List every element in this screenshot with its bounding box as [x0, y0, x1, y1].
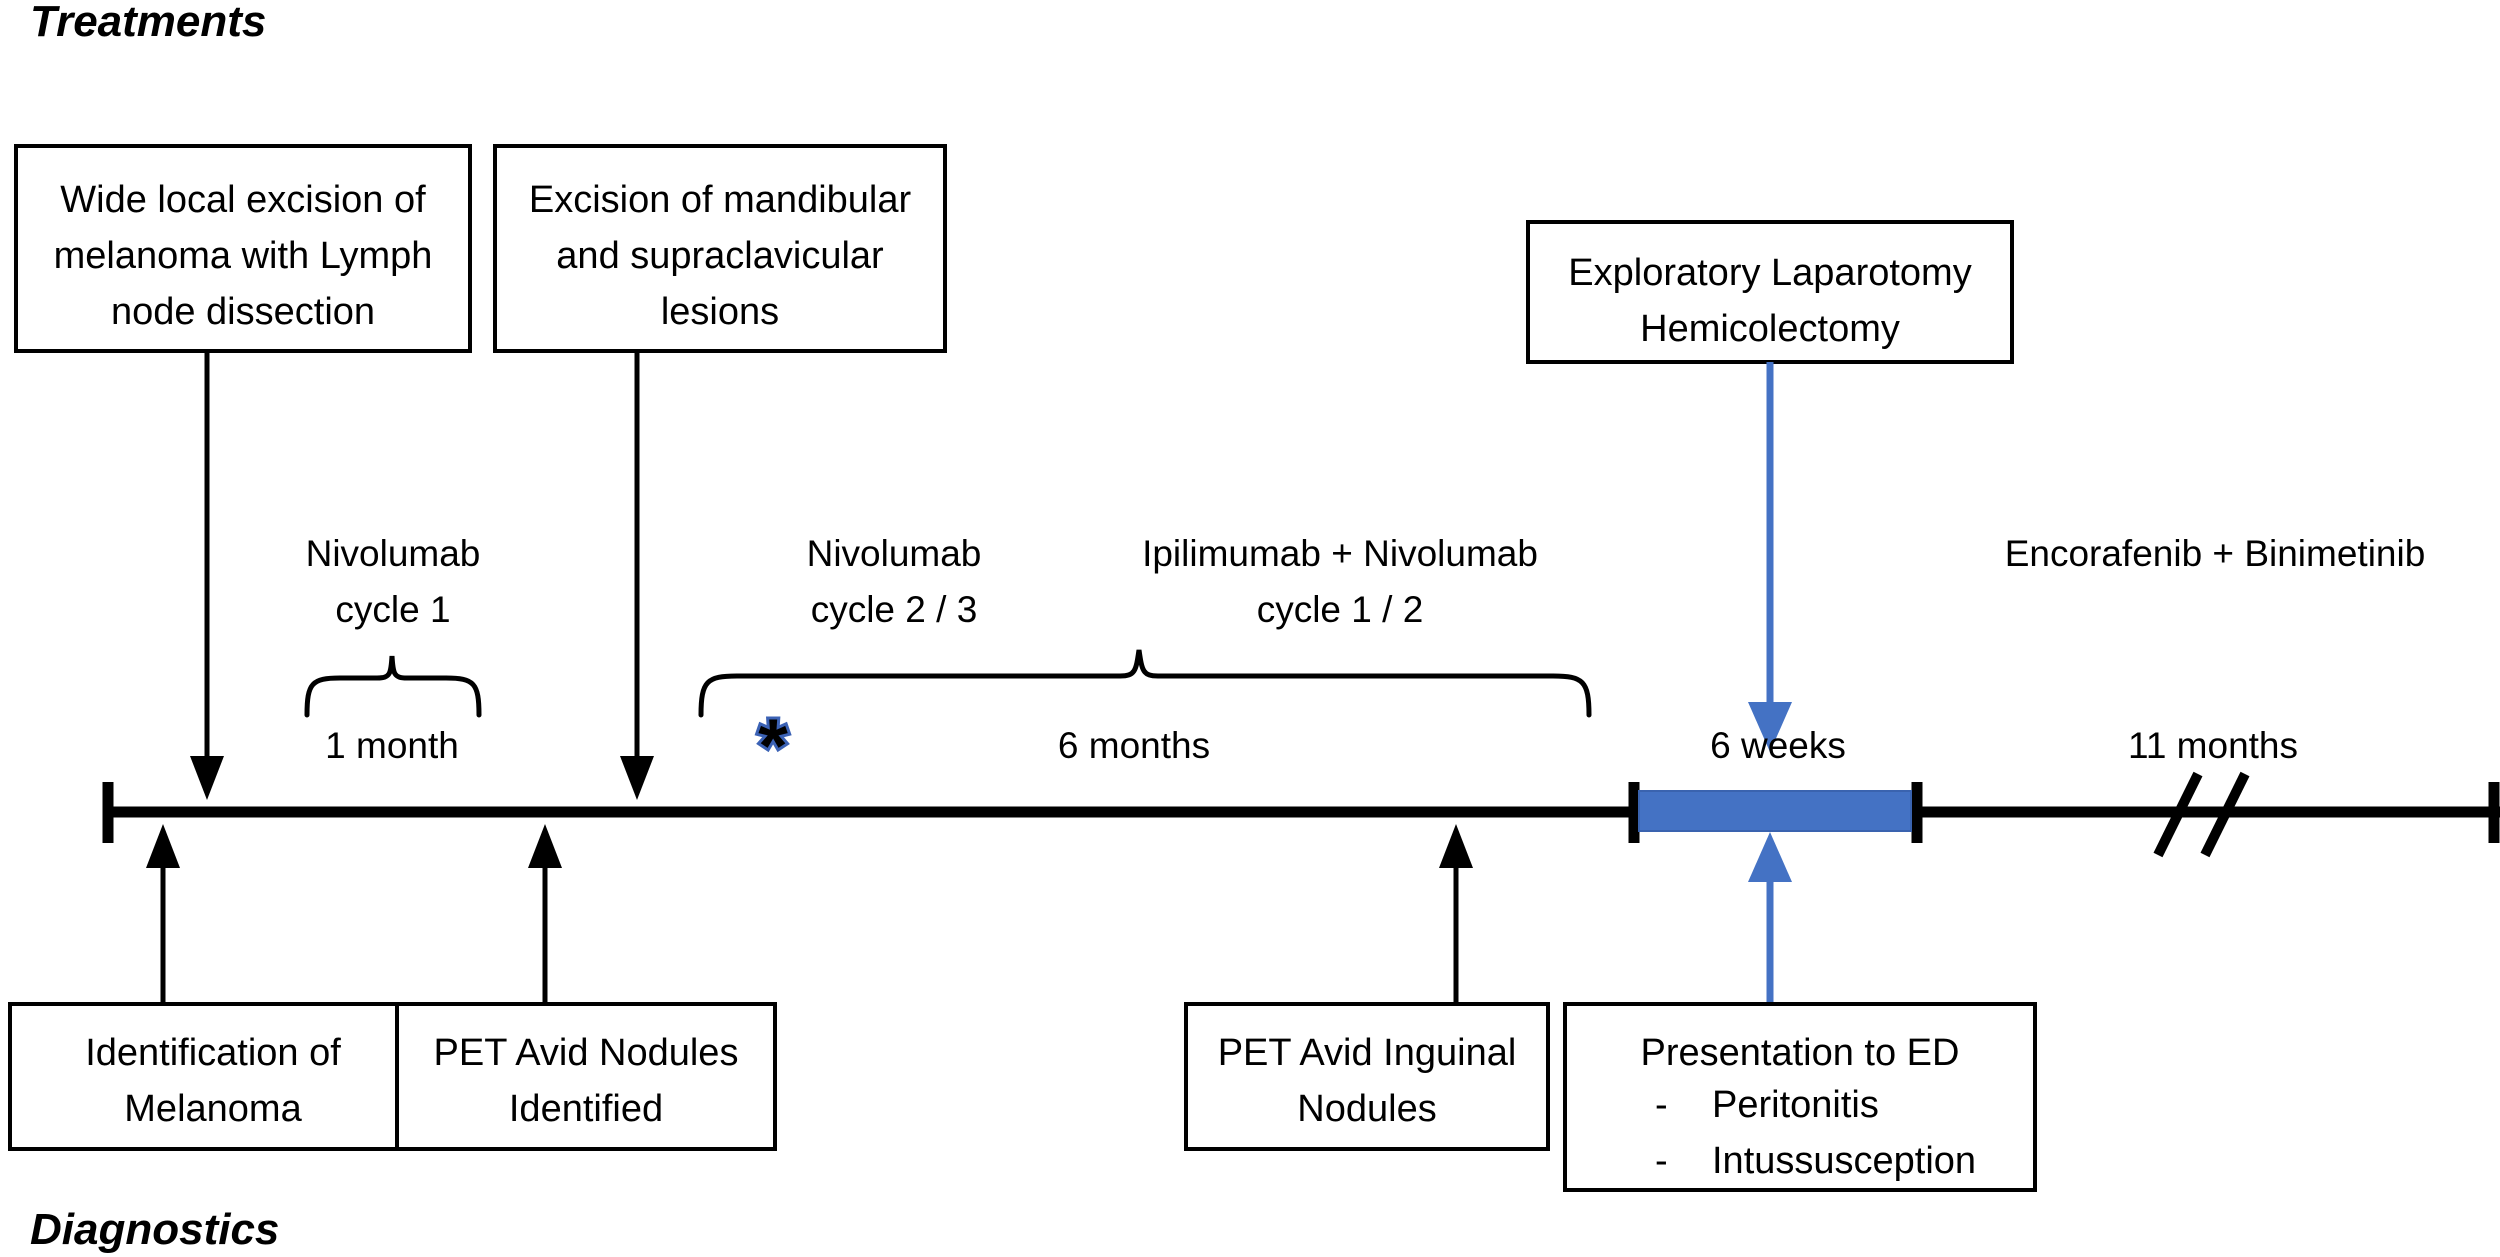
box-outline [493, 144, 947, 353]
box-line-1: Exploratory Laparotomy [1568, 252, 1971, 294]
box-title: Presentation to ED [1641, 1032, 1960, 1074]
box-line-2: Hemicolectomy [1640, 308, 1900, 350]
box-line-1: PET Avid Nodules [434, 1032, 739, 1074]
axis-break-mark-1 [2153, 771, 2203, 858]
box-outline [1184, 1002, 1550, 1151]
duration-label-6-months: 6 months [1058, 725, 1210, 766]
therapy-line-1: Nivolumab [306, 533, 481, 574]
treatment-box-wide-local-excision[interactable]: Wide local excision of melanoma with Lym… [14, 144, 472, 353]
therapy-line-2: cycle 1 [335, 589, 450, 630]
arrow-head-down [620, 756, 654, 800]
box-line-2: melanoma with Lymph [54, 235, 433, 277]
arrow-head-up-blue [1748, 832, 1792, 882]
brace-1-month [304, 655, 482, 718]
arrow-head-down [190, 756, 224, 800]
box-outline [1563, 1002, 2037, 1192]
section-title-diagnostics: Diagnostics [30, 1205, 279, 1254]
asterisk-marker: * [755, 701, 791, 792]
bullet-marker-1: - [1655, 1084, 1668, 1126]
box-line-3: lesions [661, 291, 779, 333]
box-line-2: Melanoma [124, 1088, 302, 1130]
therapy-line-1: Ipilimumab + Nivolumab [1142, 533, 1538, 574]
bullet-marker-2: - [1655, 1140, 1668, 1182]
therapy-label-nivolumab-cycle-1: Nivolumab cycle 1 [306, 533, 481, 630]
asterisk-glyph: * [758, 704, 788, 789]
box-outline [8, 1002, 418, 1151]
therapy-label-encorafenib-binimetinib: Encorafenib + Binimetinib [2005, 533, 2426, 574]
box-line-3: node dissection [111, 291, 375, 333]
therapy-line-2: cycle 1 / 2 [1257, 589, 1424, 630]
diagnostic-box-pet-avid-inguinal-nodules[interactable]: PET Avid Inguinal Nodules [1184, 1002, 1550, 1151]
connector-excision-mandibular [620, 351, 654, 800]
connector-pet-avid-nodules [528, 824, 562, 1005]
bullet-text-intussusception: Intussusception [1712, 1140, 1976, 1182]
arrow-head-down-blue [1748, 702, 1792, 752]
connector-identification-of-melanoma [146, 824, 180, 1005]
box-line-1: Excision of mandibular [529, 179, 912, 221]
therapy-line-1: Nivolumab [807, 533, 982, 574]
section-title-treatments: Treatments [30, 0, 266, 46]
arrow-head-up [146, 824, 180, 868]
diagnostic-box-identification-of-melanoma[interactable]: Identification of Melanoma [8, 1002, 418, 1151]
bullet-text-peritonitis: Peritonitis [1712, 1084, 1879, 1126]
axis-segment-highlight [1638, 790, 1912, 832]
connector-presentation-to-ed [1748, 832, 1792, 1005]
axis-break-mark-2 [2200, 771, 2250, 858]
box-outline [395, 1002, 777, 1151]
box-outline [1526, 220, 2014, 364]
treatment-box-excision-mandibular[interactable]: Excision of mandibular and supraclavicul… [493, 144, 947, 353]
connector-exploratory-laparotomy [1748, 362, 1792, 752]
brace-6-months [698, 649, 1592, 718]
box-line-2: and supraclavicular [556, 235, 884, 277]
therapy-label-nivolumab-cycle-2-3: Nivolumab cycle 2 / 3 [807, 533, 982, 630]
arrow-head-up [528, 824, 562, 868]
arrow-head-up [1439, 824, 1473, 868]
connector-pet-avid-inguinal-nodules [1439, 824, 1473, 1005]
box-line-2: Nodules [1297, 1088, 1436, 1130]
connector-wide-local-excision [190, 351, 224, 800]
box-line-1: PET Avid Inguinal [1218, 1032, 1517, 1074]
box-outline [14, 144, 472, 353]
box-line-2: Identified [509, 1088, 663, 1130]
therapy-label-ipilimumab-nivolumab: Ipilimumab + Nivolumab cycle 1 / 2 [1142, 533, 1538, 630]
diagnostic-box-pet-avid-nodules[interactable]: PET Avid Nodules Identified [395, 1002, 777, 1151]
duration-label-1-month: 1 month [325, 725, 459, 766]
treatment-box-exploratory-laparotomy[interactable]: Exploratory Laparotomy Hemicolectomy [1526, 220, 2014, 364]
duration-label-6-weeks: 6 weeks [1710, 725, 1846, 766]
timeline-axis [102, 771, 2500, 858]
duration-label-11-months: 11 months [2128, 725, 2298, 766]
therapy-line-1: Encorafenib + Binimetinib [2005, 533, 2426, 574]
diagnostic-box-presentation-to-ed[interactable]: Presentation to ED - Peritonitis - Intus… [1563, 1002, 2037, 1192]
therapy-line-2: cycle 2 / 3 [811, 589, 978, 630]
box-line-1: Identification of [85, 1032, 341, 1074]
box-line-1: Wide local excision of [60, 179, 426, 221]
